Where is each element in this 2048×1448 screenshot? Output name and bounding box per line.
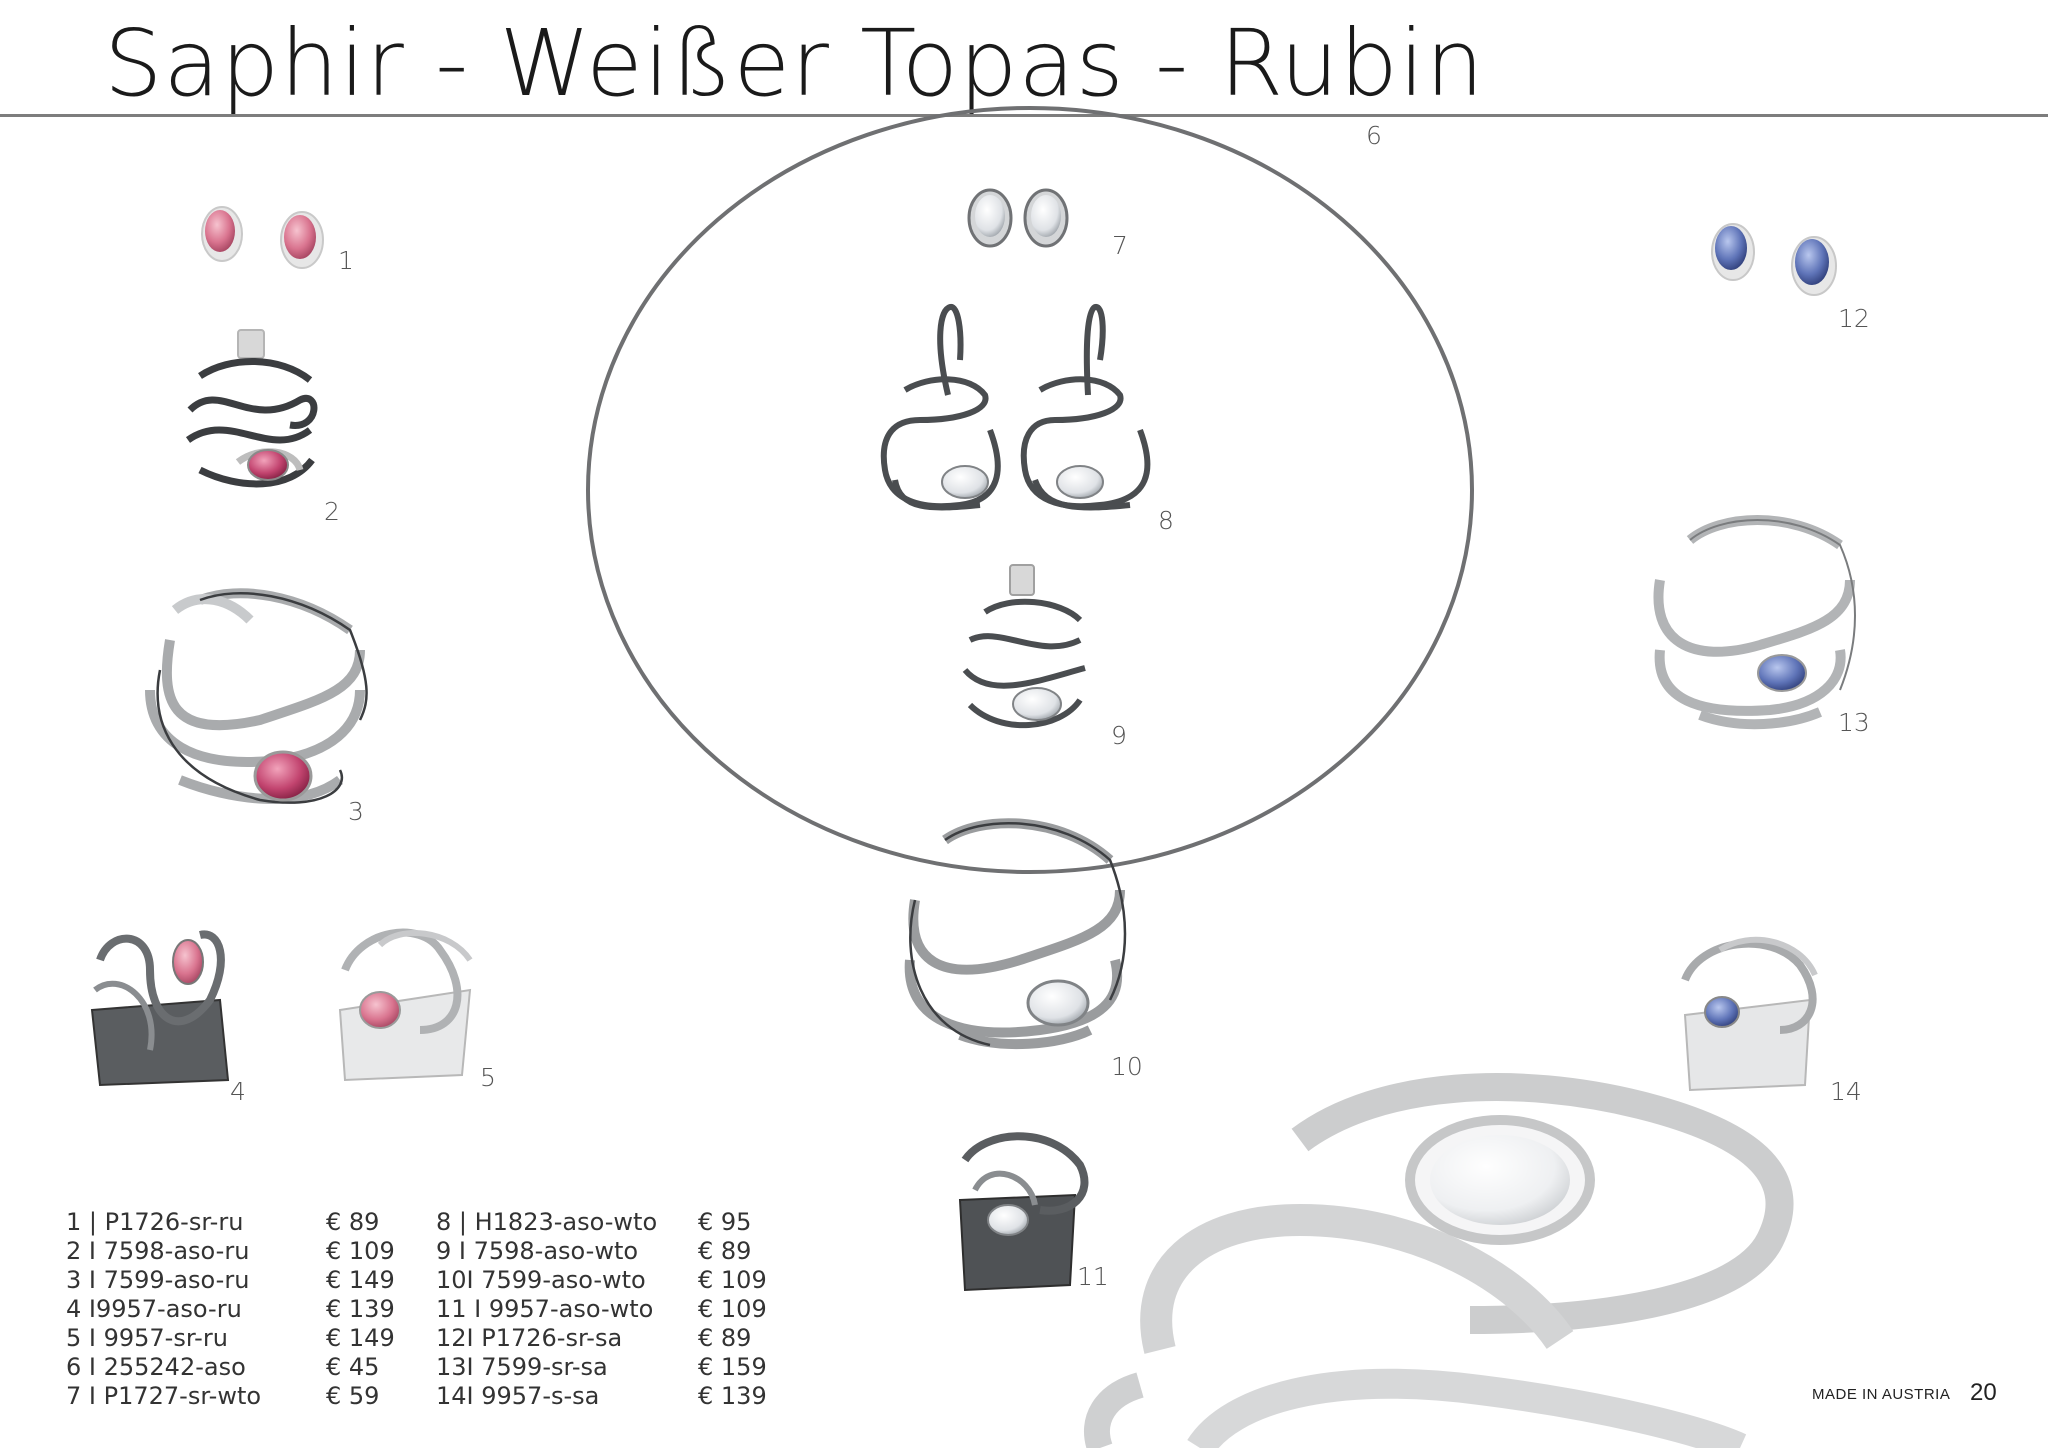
article-price: € 89 — [698, 1324, 752, 1352]
article-price: € 149 — [326, 1324, 395, 1352]
ruby-pendant-large-outline — [156, 592, 368, 804]
topaz-pendant-large — [904, 818, 1125, 1050]
article-code: 8 | H1823-aso-wto — [436, 1208, 658, 1236]
sapphire-pendant-large — [1653, 515, 1855, 730]
article-price: € 45 — [326, 1353, 380, 1381]
article-price: € 59 — [326, 1382, 380, 1410]
item-number: 9 — [1111, 721, 1127, 750]
sapphire-ring-silver — [1681, 936, 1818, 1092]
article-price: € 95 — [698, 1208, 752, 1236]
item-number: 4 — [230, 1077, 246, 1106]
item-number: 10 — [1111, 1052, 1143, 1081]
ruby-stone — [247, 449, 289, 481]
ruby-ring-oxidized — [90, 930, 230, 1087]
article-code: 1 | P1726-sr-ru — [66, 1208, 244, 1236]
topaz-pendant-small — [962, 564, 1086, 728]
article-price: € 139 — [326, 1295, 395, 1323]
ruby-stone — [253, 750, 313, 802]
page-title: Saphir - Weißer Topas - Rubin — [104, 10, 1485, 117]
topaz-stone — [1026, 979, 1090, 1027]
article-code: 4 I9957-aso-ru — [66, 1295, 242, 1323]
article-price: € 159 — [698, 1353, 767, 1381]
article-code: 13I 7599-sr-sa — [436, 1353, 608, 1381]
item-number: 6 — [1366, 121, 1382, 150]
item-number: 13 — [1838, 708, 1870, 737]
article-code: 5 I 9957-sr-ru — [66, 1324, 228, 1352]
item-number: 7 — [1112, 231, 1128, 260]
sapphire-stud-earrings — [1711, 223, 1837, 296]
article-code: 10I 7599-aso-wto — [436, 1266, 646, 1294]
article-code: 2 I 7598-aso-ru — [66, 1237, 250, 1265]
ruby-stud-earrings — [201, 206, 324, 269]
sapphire-stone — [1757, 654, 1807, 692]
item-number: 5 — [480, 1063, 496, 1092]
item-number: 14 — [1830, 1077, 1862, 1106]
item-number: 8 — [1158, 506, 1174, 535]
topaz-stone — [1056, 465, 1104, 499]
article-code: 6 I 255242-aso — [66, 1353, 246, 1381]
topaz-stone — [1012, 687, 1062, 721]
sapphire-pendant-large-outline — [1689, 519, 1856, 691]
article-code: 9 I 7598-aso-wto — [436, 1237, 639, 1265]
topaz-stud-earrings — [967, 188, 1069, 248]
item-number: 11 — [1077, 1262, 1109, 1291]
article-price: € 109 — [698, 1295, 767, 1323]
topaz-ring-oxidized — [958, 1132, 1089, 1292]
topaz-pendant-large-outline — [909, 821, 1127, 1047]
topaz-drop-earrings — [880, 304, 1151, 511]
title-divider — [0, 114, 2048, 117]
item-number: 3 — [348, 797, 364, 826]
article-code: 14I 9957-s-sa — [436, 1382, 600, 1410]
closeup-background-photo — [1084, 1073, 1794, 1448]
neck-ring — [586, 106, 1474, 874]
made-in-austria-label: MADE IN AUSTRIA — [1812, 1386, 1951, 1403]
article-price: € 109 — [326, 1237, 395, 1265]
page-number: 20 — [1970, 1379, 1997, 1406]
article-price: € 109 — [698, 1266, 767, 1294]
article-code: 3 I 7599-aso-ru — [66, 1266, 250, 1294]
article-code: 7 I P1727-sr-wto — [66, 1382, 262, 1410]
item-number: 2 — [324, 497, 340, 526]
topaz-stone — [941, 465, 989, 499]
article-code: 11 I 9957-aso-wto — [436, 1295, 654, 1323]
article-price: € 89 — [326, 1208, 380, 1236]
article-code: 12I P1726-sr-sa — [436, 1324, 623, 1352]
article-price: € 139 — [698, 1382, 767, 1410]
article-price: € 149 — [326, 1266, 395, 1294]
article-price: € 89 — [698, 1237, 752, 1265]
item-number: 1 — [338, 246, 354, 275]
item-number: 12 — [1838, 304, 1870, 333]
ruby-ring-silver — [338, 928, 473, 1082]
